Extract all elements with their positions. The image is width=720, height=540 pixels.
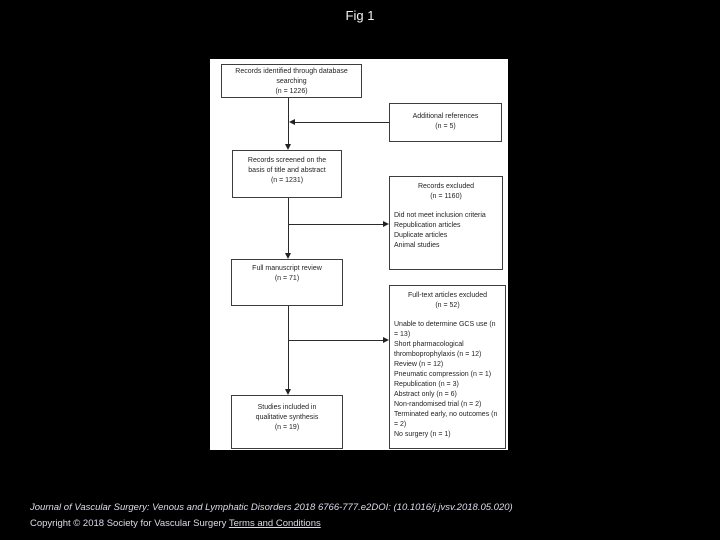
arrowhead-right-icon xyxy=(383,337,389,343)
box-full-manuscript-review-text: Full manuscript review (n = 71) xyxy=(252,265,322,282)
box-records-screened-text: Records screened on the basis of title a… xyxy=(247,157,327,184)
box-records-identified: Records identified through database sear… xyxy=(221,64,362,98)
fulltext-excluded-heading: Full-text articles excluded (n = 52) xyxy=(408,292,487,309)
box-additional-references-text: Additional references (n = 5) xyxy=(412,113,479,130)
figure-caption: Journal of Vascular Surgery: Venous and … xyxy=(30,500,700,531)
records-excluded-reasons-list: Did not meet inclusion criteria Republic… xyxy=(394,212,486,249)
copyright-text: Copyright © 2018 Society for Vascular Su… xyxy=(30,517,229,529)
connector-line xyxy=(288,98,289,145)
arrowhead-down-icon xyxy=(285,144,291,150)
box-studies-included: Studies included in qualitative synthesi… xyxy=(231,395,343,449)
box-studies-included-text: Studies included in qualitative synthesi… xyxy=(255,404,319,431)
fulltext-excluded-reasons-list: Unable to determine GCS use (n = 13) Sho… xyxy=(394,321,498,438)
connector-line xyxy=(288,340,383,341)
copyright-line: Copyright © 2018 Society for Vascular Su… xyxy=(30,516,700,532)
connector-line xyxy=(295,122,389,123)
arrowhead-down-icon xyxy=(285,253,291,259)
box-records-excluded: Records excluded (n = 1160) Did not meet… xyxy=(389,176,503,270)
records-excluded-heading: Records excluded (n = 1160) xyxy=(417,183,475,200)
spacer xyxy=(394,202,498,211)
arrowhead-right-icon xyxy=(383,221,389,227)
flow-diagram-image: Records identified through database sear… xyxy=(210,59,508,450)
terms-and-conditions-link[interactable]: Terms and Conditions xyxy=(228,517,321,529)
box-records-screened: Records screened on the basis of title a… xyxy=(232,150,342,198)
box-fulltext-excluded: Full-text articles excluded (n = 52) Una… xyxy=(389,285,506,449)
connector-line xyxy=(288,198,289,254)
figure-title: Fig 1 xyxy=(345,8,375,23)
connector-line xyxy=(288,306,289,390)
spacer xyxy=(394,311,501,320)
arrowhead-down-icon xyxy=(285,389,291,395)
box-additional-references: Additional references (n = 5) xyxy=(389,103,502,142)
box-records-identified-text: Records identified through database sear… xyxy=(235,68,348,95)
connector-line xyxy=(288,224,383,225)
arrowhead-left-icon xyxy=(289,119,295,125)
box-full-manuscript-review: Full manuscript review (n = 71) xyxy=(231,259,343,306)
citation-line: Journal of Vascular Surgery: Venous and … xyxy=(30,502,513,513)
